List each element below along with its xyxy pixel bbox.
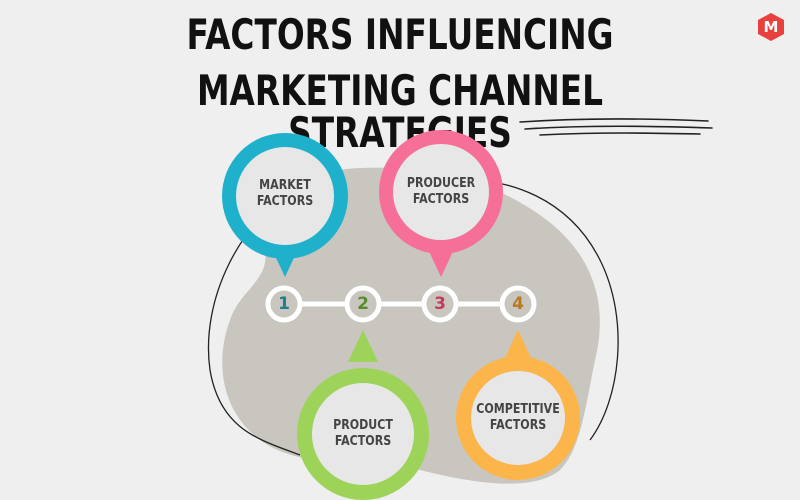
pin-product-factors [297, 330, 429, 500]
logo-letter: M [763, 18, 779, 36]
label-product-line1: PRODUCT [333, 418, 393, 433]
label-competitive-line1: COMPETITIVE [476, 402, 560, 417]
label-producer-line2: FACTORS [412, 192, 470, 207]
step-number-1: 1 [278, 294, 290, 314]
logo-shield-icon [758, 13, 784, 41]
node-3 [421, 285, 459, 323]
label-market-line2: FACTORS [256, 194, 314, 209]
node-4 [499, 285, 537, 323]
label-product-line2: FACTORS [334, 434, 392, 449]
node-1 [265, 285, 303, 323]
node-2 [344, 285, 382, 323]
step-number-4: 4 [512, 294, 524, 314]
step-number-2: 2 [357, 294, 369, 314]
pin-competitive-factors [456, 330, 580, 480]
pin-producer-factors [379, 130, 503, 277]
label-product-factors: PRODUCT FACTORS [321, 418, 406, 450]
label-competitive-factors: COMPETITIVE FACTORS [471, 402, 565, 434]
label-competitive-line2: FACTORS [489, 418, 547, 433]
step-number-3: 3 [434, 294, 446, 314]
pin-market-factors [222, 133, 348, 277]
label-market-line1: MARKET [259, 178, 311, 193]
label-producer-factors: PRODUCER FACTORS [399, 176, 484, 208]
title-line-1: FACTORS INFLUENCING [186, 10, 614, 59]
label-market-factors: MARKET FACTORS [243, 178, 328, 210]
title-underline-scribble [519, 118, 713, 136]
label-producer-line1: PRODUCER [406, 176, 476, 191]
